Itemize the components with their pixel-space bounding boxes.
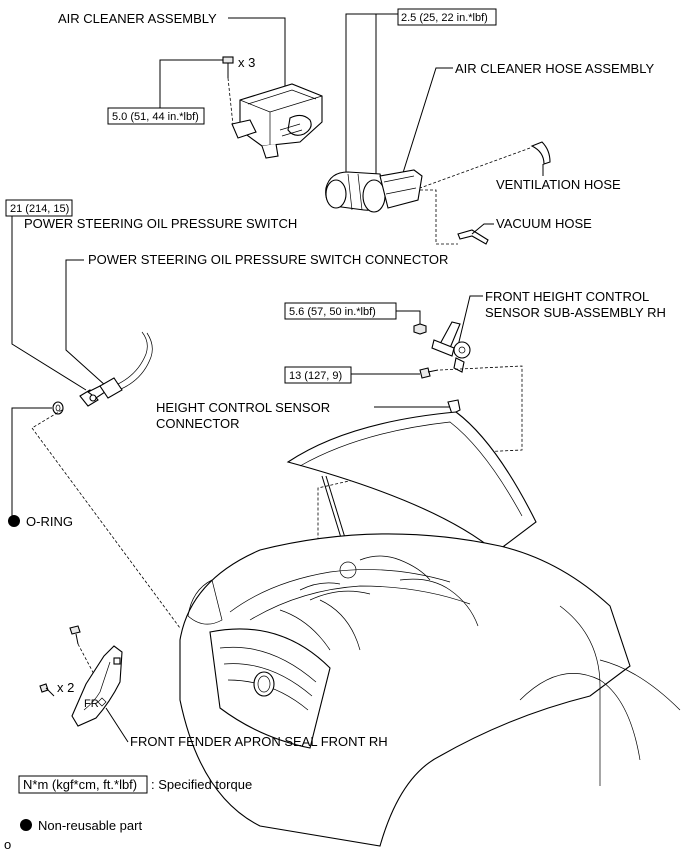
apron-seal-screw-icon: [39, 683, 55, 697]
hose-clamp-torque-box: [397, 8, 497, 26]
vacuum-hose-drawing: [457, 229, 489, 245]
vacuum-hose-leader: [471, 223, 494, 235]
o-ring-nonreusable-icon: [8, 515, 20, 527]
apron-seal-arrow-icon: [97, 697, 107, 707]
torque-legend-unit: N*m (kgf*cm, ft.*lbf): [23, 777, 137, 792]
o-ring-label: O-RING: [26, 514, 73, 529]
front-height-sensor-label-2: SENSOR SUB-ASSEMBLY RH: [485, 305, 666, 320]
height-sensor-nut-icon: [413, 323, 427, 335]
torque-legend-box: [18, 775, 148, 794]
height-sensor-connector-label-1: HEIGHT CONTROL SENSOR: [156, 400, 330, 415]
front-fender-apron-seal-drawing: [71, 645, 123, 727]
ps-connector-label: POWER STEERING OIL PRESSURE SWITCH CONNE…: [88, 252, 448, 267]
ps-dash-to-vehicle: [31, 409, 181, 629]
ps-switch-torque-value: 21 (214, 15): [10, 203, 69, 215]
height-sensor-dash-b: [317, 455, 461, 560]
apron-seal-bolt-icon: [69, 625, 81, 645]
ps-switch-leader: [11, 216, 87, 391]
vacuum-hose-label: VACUUM HOSE: [496, 216, 592, 231]
front-height-sensor-drawing: [431, 321, 471, 373]
height-sensor-nut-leader: [396, 310, 421, 326]
ps-switch-label: POWER STEERING OIL PRESSURE SWITCH: [24, 216, 297, 231]
ventilation-hose-drawing: [419, 141, 551, 189]
apron-seal-screw-qty: x 2: [57, 680, 74, 695]
front-height-sensor-leader: [457, 295, 483, 347]
hose-clamp-torque-value: 2.5 (25, 22 in.*lbf): [401, 12, 488, 24]
o-ring-part: [52, 401, 64, 415]
air-cleaner-hose-drawing: [325, 169, 423, 213]
front-height-sensor-label-1: FRONT HEIGHT CONTROL: [485, 289, 649, 304]
height-sensor-dash-a: [439, 365, 523, 453]
nonreusable-legend-desc: Non-reusable part: [38, 818, 142, 833]
torque-legend-desc: : Specified torque: [151, 777, 252, 792]
ps-connector-leader: [65, 259, 107, 387]
height-sensor-nut-torque-value: 5.6 (57, 50 in.*lbf): [289, 306, 376, 318]
air-cleaner-hose-label: AIR CLEANER HOSE ASSEMBLY: [455, 61, 654, 76]
air-cleaner-hose-leader: [401, 67, 453, 177]
ps-switch-torque-box: [5, 199, 73, 217]
air-cleaner-leader-line: [228, 17, 286, 86]
hose-clamp-leader-a: [345, 13, 398, 172]
apron-seal-fr-mark: FR: [84, 698, 99, 710]
air-cleaner-assembly-drawing: [231, 83, 323, 159]
apron-seal-label: FRONT FENDER APRON SEAL FRONT RH: [130, 734, 388, 749]
air-cleaner-torque-value: 5.0 (51, 44 in.*lbf): [112, 111, 199, 123]
vacuum-hose-dash: [420, 189, 458, 245]
vehicle-front-drawing: [179, 411, 681, 847]
air-cleaner-torque-box: [107, 107, 205, 125]
o-ring-leader: [11, 407, 52, 520]
air-cleaner-bolt-dash: [227, 77, 234, 126]
air-cleaner-assembly-label: AIR CLEANER ASSEMBLY: [58, 11, 217, 26]
height-sensor-bolt-torque-value: 13 (127, 9): [289, 370, 342, 382]
ps-connector-drawing: [99, 331, 153, 399]
apron-seal-leader: [105, 707, 129, 743]
height-sensor-bolt-icon: [419, 367, 439, 379]
figure-code: o: [4, 837, 11, 852]
height-sensor-bolt-torque-box: [284, 366, 352, 384]
height-sensor-connector-label-2: CONNECTOR: [156, 416, 240, 431]
nonreusable-legend-icon: [20, 819, 32, 831]
air-cleaner-bolt-qty: x 3: [238, 55, 255, 70]
ventilation-hose-label: VENTILATION HOSE: [496, 177, 621, 192]
air-cleaner-bolt-icon: [222, 56, 234, 78]
air-cleaner-bolt-leader: [159, 59, 223, 108]
